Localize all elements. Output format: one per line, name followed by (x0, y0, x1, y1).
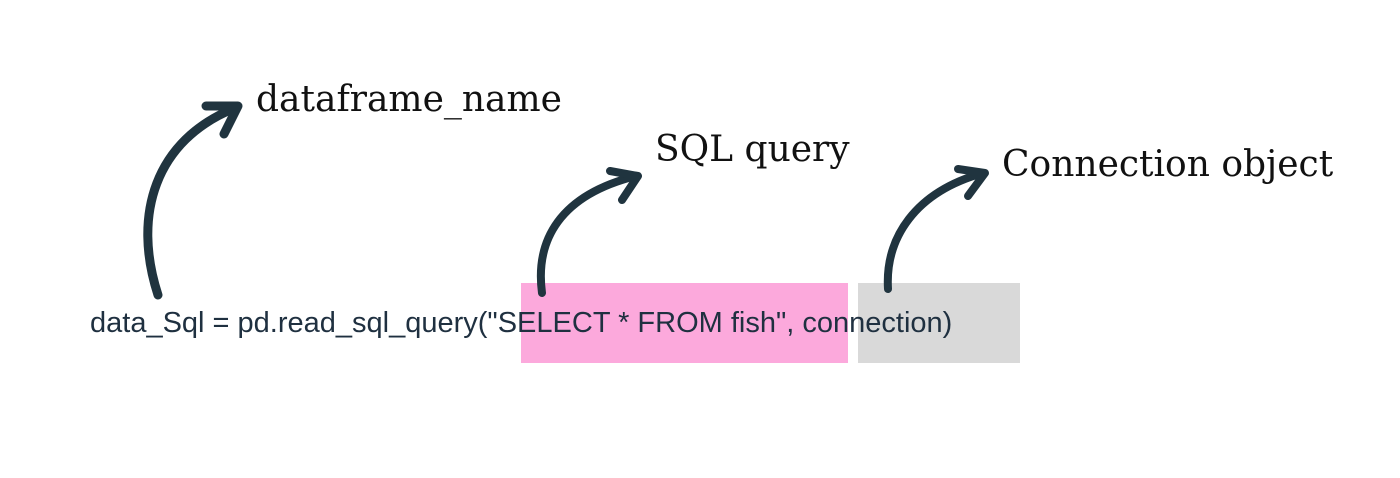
code-line: data_Sql = pd.read_sql_query("SELECT * F… (90, 305, 952, 341)
curved-arrow-icon (143, 101, 243, 300)
sql-query-highlight (521, 283, 848, 363)
curved-arrow-icon (536, 167, 642, 297)
curved-arrow-icon (883, 165, 989, 293)
code-suffix: ) (942, 307, 953, 339)
code-prefix: data_Sql = pd.read_sql_query( (90, 307, 488, 339)
code-separator: , (786, 307, 803, 339)
code-query: "SELECT * FROM fish" (487, 307, 787, 339)
connection-object-label: Connection object (1002, 144, 1334, 185)
sql-query-label: SQL query (655, 129, 850, 170)
code-connection: connection (802, 307, 943, 339)
connection-highlight (858, 283, 1020, 363)
dataframe-name-label: dataframe_name (256, 79, 562, 120)
